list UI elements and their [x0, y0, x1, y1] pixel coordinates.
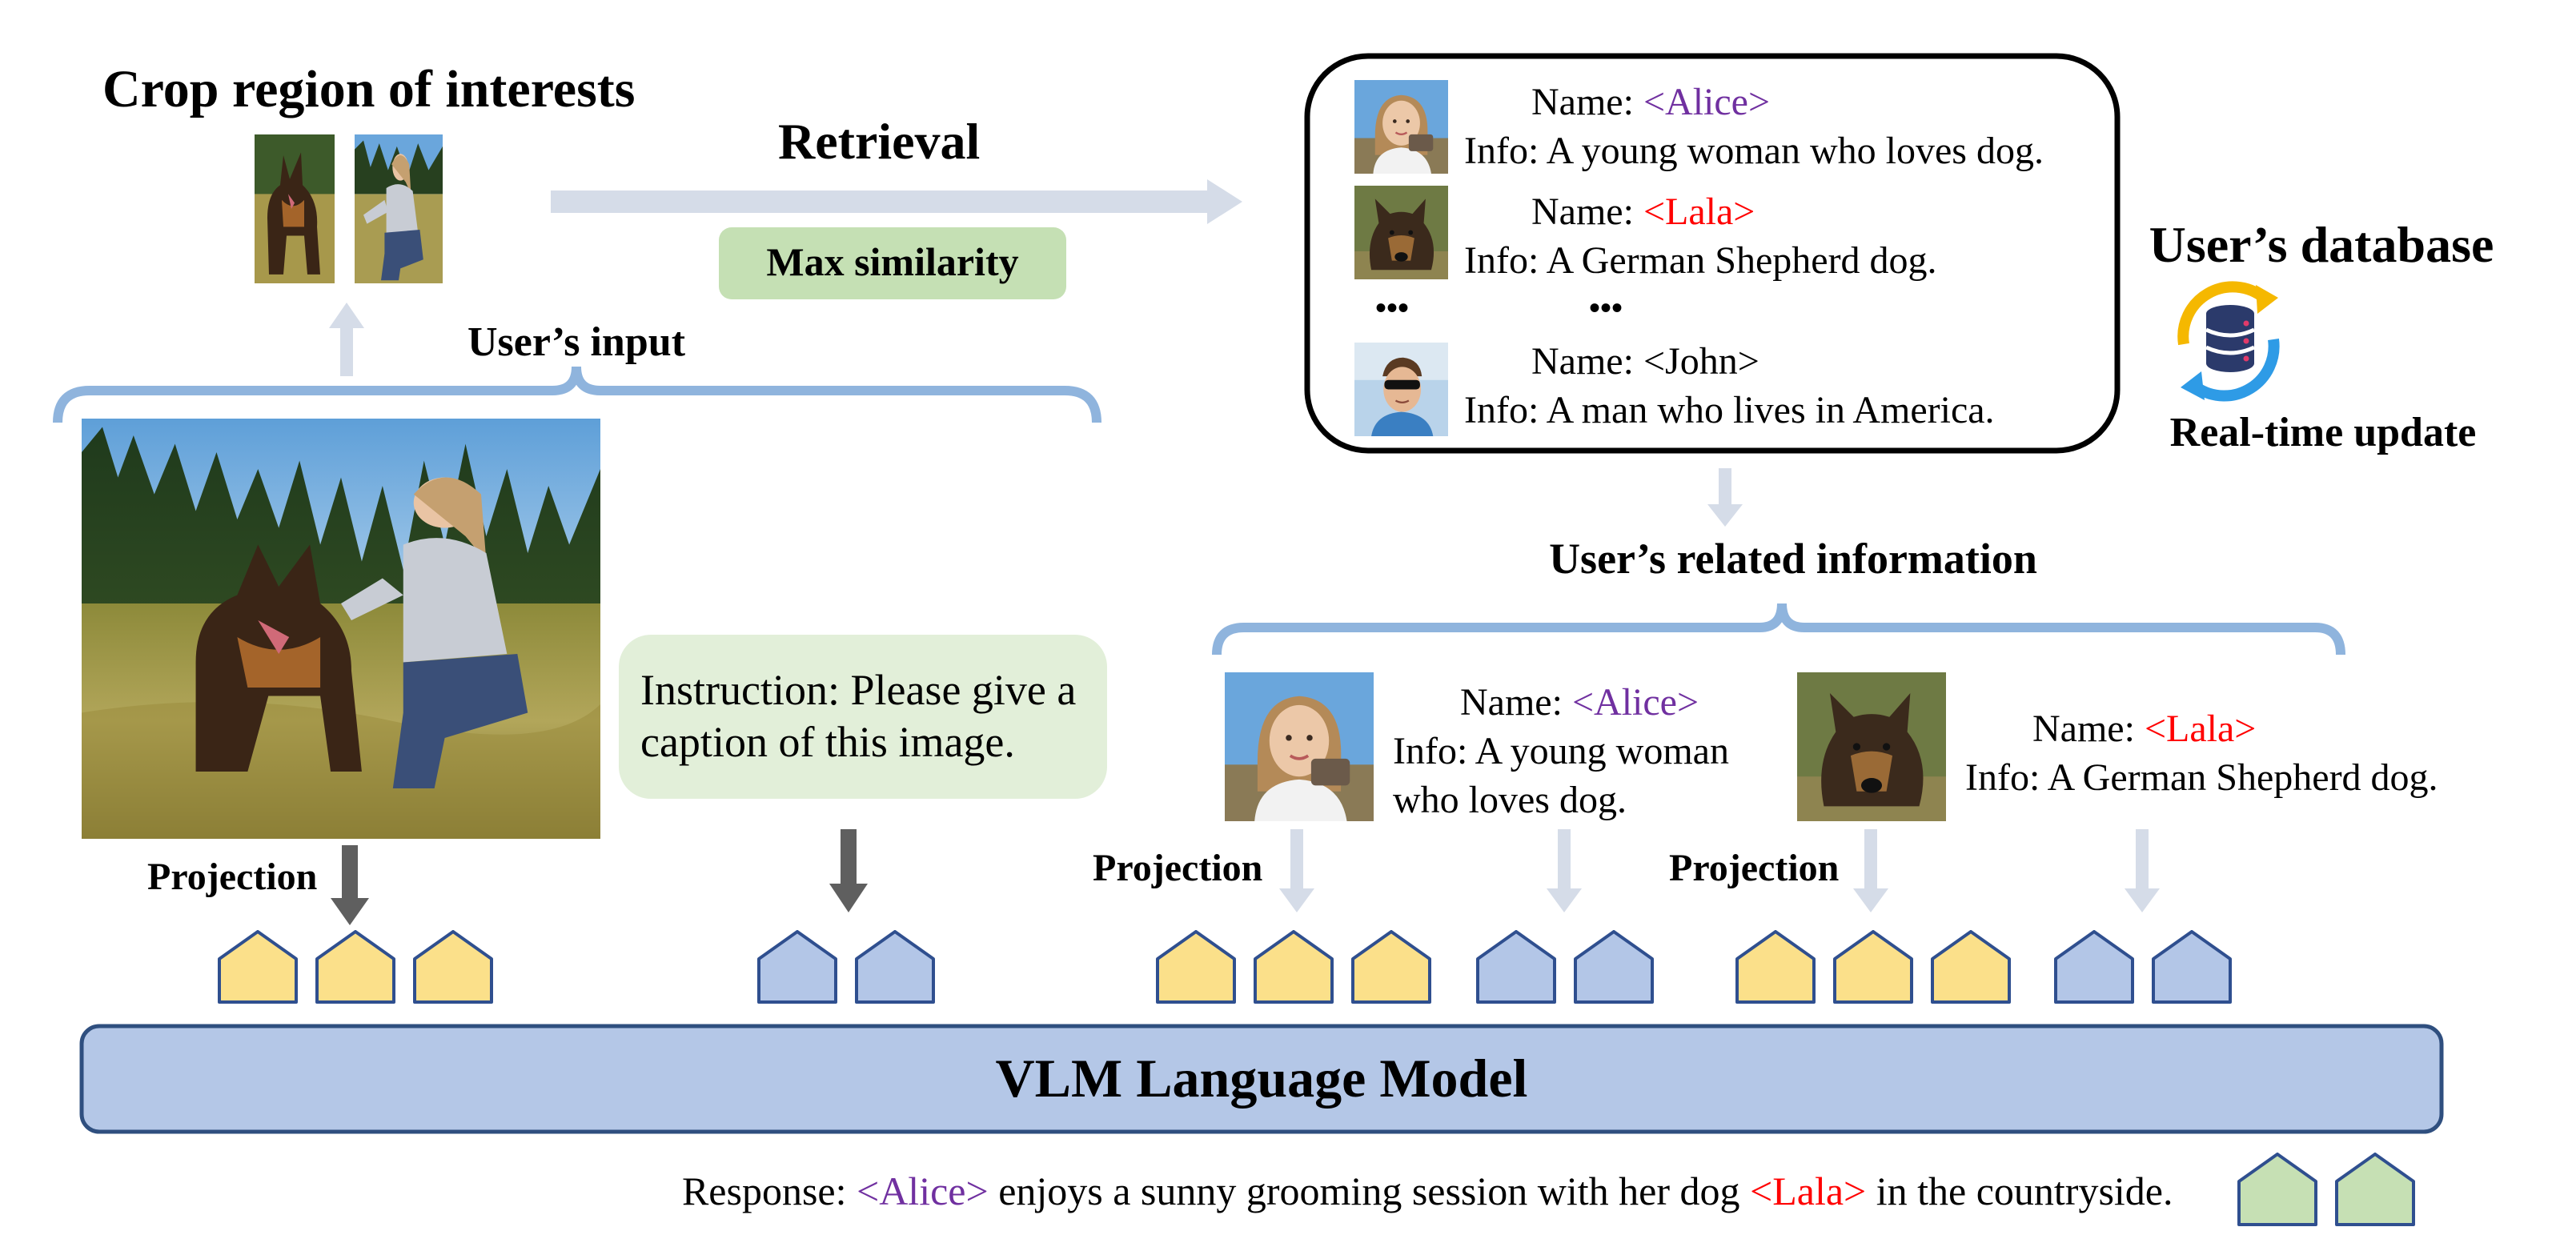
svg-text:Name: <Lala>: Name: <Lala> [1965, 708, 2304, 750]
token-yellow [1156, 930, 1236, 1004]
instruction-box: Instruction: Please give a caption of th… [619, 635, 1107, 799]
db-entry-lala: Name: <Lala> Info: A German Shepherd dog… [1354, 186, 1937, 282]
response-text: Response: <Alice> enjoys a sunny groomin… [632, 1169, 2203, 1213]
token-yellow [1931, 930, 2011, 1004]
up-arrow-crop [329, 303, 364, 376]
down-arrow-lala-image [1853, 829, 1888, 912]
down-arrow-instruction [829, 829, 868, 912]
token-yellow [1351, 930, 1431, 1004]
svg-text:Name: <Alice>: Name: <Alice> [1393, 681, 1747, 724]
db-alice-name-tag: <Alice> [1643, 81, 1770, 123]
realtime-update-label: Real-time update [2170, 410, 2477, 455]
token-yellow [413, 930, 493, 1004]
related-alice-info-2: who loves dog. [1393, 779, 1627, 821]
db-john-portrait [1354, 343, 1448, 436]
db-alice-portrait [1354, 80, 1448, 174]
projection-label-3: Projection [1669, 847, 1839, 889]
related-alice-name-tag: <Alice> [1572, 681, 1699, 724]
token-yellow [1735, 930, 1816, 1004]
cropped-woman-image [355, 134, 443, 283]
token-group-image [218, 930, 493, 1004]
related-alice-name-prefix: Name: [1460, 681, 1572, 724]
cropped-dog-image [255, 134, 335, 283]
db-lala-name-tag: <Lala> [1643, 190, 1755, 233]
token-blue [1476, 930, 1556, 1004]
crop-title: Crop region of interests [102, 60, 635, 118]
down-arrow-image-proj [331, 845, 369, 925]
vlm-model-box: VLM Language Model [79, 1024, 2444, 1134]
related-lala-info: Info: A German Shepherd dog. [1965, 756, 2438, 799]
token-blue [2054, 930, 2134, 1004]
token-blue [1574, 930, 1654, 1004]
database-sync-icon [2177, 281, 2280, 402]
db-john-name-tag: <John> [1643, 340, 1759, 383]
token-yellow [1833, 930, 1913, 1004]
token-group-instruction [757, 930, 935, 1004]
vlm-model-label: VLM Language Model [996, 1048, 1528, 1109]
response-middle: enjoys a sunny grooming session with her… [989, 1169, 1750, 1213]
token-group-alice-image [1156, 930, 1431, 1004]
db-john-name-prefix: Name: [1531, 340, 1643, 383]
db-alice-name-prefix: Name: [1531, 81, 1643, 123]
token-green [2335, 1153, 2415, 1226]
db-john-info: Info: A man who lives in America. [1464, 389, 1995, 431]
related-title: User’s related information [1549, 535, 2037, 583]
db-lala-info: Info: A German Shepherd dog. [1464, 239, 1937, 282]
token-blue [757, 930, 837, 1004]
db-lala-name-prefix: Name: [1531, 190, 1643, 233]
svg-text:Name: <Lala>: Name: <Lala> [1464, 190, 1803, 233]
related-alice-info-1: Info: A young woman [1393, 730, 1729, 772]
down-arrow-database [1707, 468, 1743, 527]
response-alice-tag: <Alice> [857, 1169, 989, 1213]
token-green [2237, 1153, 2317, 1226]
db-lala-portrait [1354, 186, 1448, 279]
projection-label-2: Projection [1093, 847, 1262, 889]
token-group-alice-text [1476, 930, 1654, 1004]
projection-label-1: Projection [147, 856, 317, 898]
user-input-photo [82, 419, 600, 839]
token-group-lala-text [2054, 930, 2232, 1004]
down-arrow-alice-image [1279, 829, 1314, 912]
database-box [1304, 53, 2121, 454]
svg-text:Name: <Alice>: Name: <Alice> [1464, 81, 1818, 123]
database-title: User’s database [2149, 216, 2494, 273]
related-alice: Name: <Alice> Info: A young woman who lo… [1225, 672, 1747, 821]
token-blue [2152, 930, 2232, 1004]
token-yellow [1254, 930, 1334, 1004]
token-group-lala-image [1735, 930, 2011, 1004]
db-entry-alice: Name: <Alice> Info: A young woman who lo… [1354, 80, 2044, 174]
instruction-line2: caption of this image. [640, 718, 1015, 766]
related-lala: Name: <Lala> Info: A German Shepherd dog… [1797, 672, 2438, 821]
db-ellipsis-left: ••• [1375, 290, 1409, 326]
max-similarity-box: Max similarity [719, 227, 1066, 299]
instruction-line1: Instruction: Please give a [640, 666, 1076, 714]
down-arrow-lala-text [2125, 829, 2160, 912]
related-lala-name-tag: <Lala> [2145, 708, 2256, 750]
token-yellow [218, 930, 298, 1004]
response-prefix: Response: [682, 1169, 857, 1213]
user-input-label: User’s input [467, 319, 686, 365]
retrieval-title: Retrieval [778, 113, 980, 170]
db-alice-info: Info: A young woman who loves dog. [1464, 130, 2044, 172]
related-bracket [1212, 603, 2345, 656]
related-lala-name-prefix: Name: [2032, 708, 2145, 750]
token-group-response [2237, 1153, 2415, 1226]
svg-text:Name: <John>: Name: <John> [1464, 340, 1808, 383]
down-arrow-alice-text [1547, 829, 1582, 912]
max-similarity-label: Max similarity [766, 239, 1018, 284]
response-suffix: in the countryside. [1866, 1169, 2173, 1213]
db-entry-john: Name: <John> Info: A man who lives in Am… [1354, 340, 1995, 436]
response-lala-tag: <Lala> [1750, 1169, 1866, 1213]
user-input-bracket [53, 366, 1101, 423]
related-lala-portrait [1797, 672, 1946, 821]
retrieval-arrow [551, 179, 1242, 224]
token-yellow [315, 930, 395, 1004]
token-blue [855, 930, 935, 1004]
db-ellipsis-right: ••• [1589, 290, 1623, 326]
related-alice-portrait [1225, 672, 1374, 821]
